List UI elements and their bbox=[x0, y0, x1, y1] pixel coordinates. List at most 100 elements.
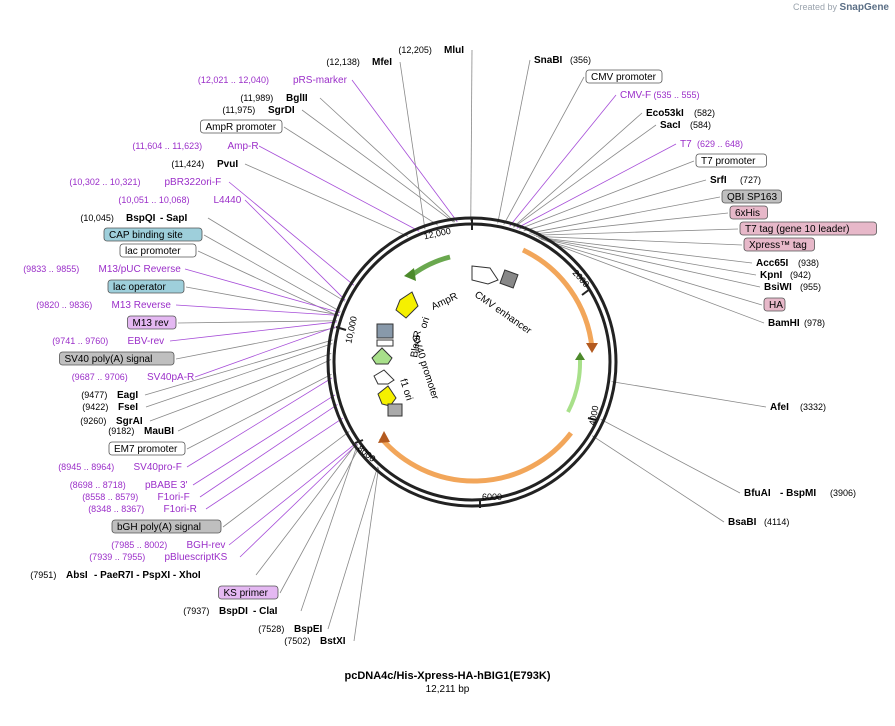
site-fsei[interactable]: (9422)FseI bbox=[82, 402, 138, 413]
primer-pbluescriptks[interactable]: (7939 .. 7955)pBluescriptKS bbox=[89, 552, 227, 563]
leader-line bbox=[207, 217, 345, 302]
primer-prs-marker[interactable]: (12,021 .. 12,040)pRS-marker bbox=[198, 75, 348, 86]
primer-sv40pro-f[interactable]: (8945 .. 8964)SV40pro-F bbox=[58, 462, 182, 473]
feature-t7-tag-gene-10-leader[interactable]: T7 tag (gene 10 leader) bbox=[739, 221, 877, 236]
site-snabi[interactable]: SnaBI(356) bbox=[534, 55, 591, 66]
site-bstxi[interactable]: (7502)BstXI bbox=[284, 636, 345, 647]
site-srfi[interactable]: SrfI(727) bbox=[710, 175, 761, 186]
leader-line bbox=[255, 443, 358, 576]
feature-bgh-poly-a-signal[interactable]: bGH poly(A) signal bbox=[111, 519, 222, 534]
site-absi[interactable]: (7951)AbsI- PaeR7I - PspXI - XhoI bbox=[30, 570, 201, 581]
name-label: MfeI bbox=[372, 57, 392, 68]
feature-ampr-promoter[interactable]: AmpR promoter bbox=[200, 119, 283, 134]
site-pvui[interactable]: (11,424)PvuI bbox=[171, 159, 238, 170]
leader-line bbox=[244, 199, 346, 301]
feature-name: lac operator bbox=[113, 282, 166, 293]
primer-m13-reverse[interactable]: (9820 .. 9836)M13 Reverse bbox=[36, 300, 171, 311]
feature-orf-bottom[interactable] bbox=[379, 431, 573, 484]
leader-line bbox=[611, 381, 767, 408]
site-eco53ki[interactable]: Eco53kI(582) bbox=[646, 108, 715, 119]
leader-line bbox=[258, 145, 420, 232]
bleor-block[interactable] bbox=[371, 323, 394, 365]
feature-lac-operator[interactable]: lac operator bbox=[107, 279, 185, 294]
primer-ebv-rev[interactable]: (9741 .. 9760)EBV-rev bbox=[52, 336, 164, 347]
site-maubi[interactable]: (9182)MauBI bbox=[108, 426, 174, 437]
feature-t7-promoter[interactable]: T7 promoter bbox=[695, 153, 767, 168]
f1-ori-block[interactable] bbox=[377, 385, 403, 417]
alt-name-label: - SapI bbox=[160, 213, 187, 224]
position-label: (10,051 .. 10,068) bbox=[118, 195, 189, 205]
primer-bgh-rev[interactable]: (7985 .. 8002)BGH-rev bbox=[111, 540, 225, 551]
cmv-enhancer-block[interactable] bbox=[471, 265, 519, 289]
site-bsabi[interactable]: BsaBI(4114) bbox=[728, 517, 789, 528]
site-bspqi[interactable]: (10,045)BspQI- SapI bbox=[80, 213, 187, 224]
feature-sv40-poly-a-signal[interactable]: SV40 poly(A) signal bbox=[59, 351, 175, 366]
site-bsiwi[interactable]: BsiWI(955) bbox=[764, 282, 821, 293]
site-sgrai[interactable]: (9260)SgrAI bbox=[80, 416, 143, 427]
feature-box bbox=[721, 189, 782, 204]
feature-m13-rev[interactable]: M13 rev bbox=[127, 315, 177, 330]
primer-sv40pa-r[interactable]: (9687 .. 9706)SV40pA-R bbox=[72, 372, 195, 383]
primer-f1ori-r[interactable]: (8348 .. 8367)F1ori-R bbox=[88, 504, 197, 515]
leader-line bbox=[497, 59, 531, 224]
feature-6xhis[interactable]: 6xHis bbox=[729, 205, 768, 220]
orf-green-arrowhead bbox=[575, 352, 585, 360]
site-mlui[interactable]: (12,205)MluI bbox=[398, 45, 464, 56]
feature-qbi-sp163[interactable]: QBI SP163 bbox=[721, 189, 782, 204]
feature-name: HA bbox=[769, 300, 783, 311]
feature-ampr-arc[interactable] bbox=[410, 254, 451, 278]
sv40-promoter-arrow[interactable] bbox=[373, 369, 395, 385]
feature-cap-binding-site[interactable]: CAP binding site bbox=[103, 227, 203, 242]
primer-f1ori-f[interactable]: (8558 .. 8579)F1ori-F bbox=[82, 492, 190, 503]
feature-em7-promoter[interactable]: EM7 promoter bbox=[108, 441, 186, 456]
plasmid-name: pcDNA4c/His-Xpress-HA-hBIG1(E793K) bbox=[344, 670, 551, 682]
site-bspei[interactable]: (7528)BspEI bbox=[258, 624, 322, 635]
primer-m13-puc-reverse[interactable]: (9833 .. 9855)M13/pUC Reverse bbox=[23, 264, 181, 275]
position-label: (4114) bbox=[764, 517, 789, 527]
leader-line bbox=[503, 76, 585, 225]
leader-line bbox=[319, 97, 456, 223]
feature-box bbox=[763, 297, 786, 312]
leader-line bbox=[539, 237, 761, 288]
leader-line bbox=[283, 126, 439, 226]
site-eagi[interactable]: (9477)EagI bbox=[81, 390, 138, 401]
feature-orf-green-right[interactable] bbox=[566, 359, 583, 413]
site-bamhi[interactable]: BamHI(978) bbox=[768, 318, 825, 329]
ori-arrow[interactable] bbox=[395, 291, 419, 319]
site-afei[interactable]: AfeI(3332) bbox=[770, 402, 826, 413]
position-label: (955) bbox=[800, 282, 821, 292]
primer-cmv-f[interactable]: CMV-F(535 .. 555) bbox=[620, 90, 700, 101]
primer-pbabe-3[interactable]: (8698 .. 8718)pBABE 3' bbox=[70, 480, 188, 491]
site-saci[interactable]: SacI(584) bbox=[660, 120, 711, 131]
position-label: (727) bbox=[740, 175, 761, 185]
feature-name: T7 promoter bbox=[701, 156, 756, 167]
leader-line bbox=[205, 417, 343, 510]
position-label: (8698 .. 8718) bbox=[70, 480, 126, 490]
feature-ks-primer[interactable]: KS primer bbox=[218, 585, 279, 600]
site-sgrdi[interactable]: (11,975)SgrDI bbox=[222, 105, 294, 116]
feature-ha[interactable]: HA bbox=[763, 297, 786, 312]
feature-orf-top-right[interactable] bbox=[521, 247, 595, 349]
feature-box bbox=[739, 221, 877, 236]
primer-amp-r[interactable]: (11,604 .. 11,623)Amp-R bbox=[132, 141, 258, 152]
site-acc65i[interactable]: Acc65I(938) bbox=[756, 258, 819, 269]
site-bglii[interactable]: (11,989)BglII bbox=[240, 93, 307, 104]
leader-line bbox=[531, 212, 729, 235]
site-bfuai[interactable]: BfuAI- BspMI(3906) bbox=[744, 488, 856, 499]
left-labels: (12,138)MfeI (12,205)MluI (12,021 .. 12,04… bbox=[23, 45, 464, 647]
feature-xpress-tag[interactable]: Xpress™ tag bbox=[743, 237, 815, 252]
leader-line bbox=[185, 286, 340, 316]
leader-line bbox=[523, 179, 707, 232]
leader-line bbox=[300, 444, 358, 612]
leader-line bbox=[144, 339, 333, 396]
primer-l4440[interactable]: (10,051 .. 10,068)L4440 bbox=[118, 195, 241, 206]
site-bspdi[interactable]: (7937)BspDI- ClaI bbox=[183, 606, 277, 617]
primer-pbr322ori-f[interactable]: (10,302 .. 10,321)pBR322ori-F bbox=[69, 177, 221, 188]
feature-lac-promoter[interactable]: lac promoter bbox=[119, 243, 197, 258]
feature-cmv-promoter[interactable]: CMV promoter bbox=[585, 69, 663, 84]
ampr-arc-arrowhead bbox=[404, 268, 416, 281]
site-mfei[interactable]: (12,138)MfeI bbox=[326, 57, 392, 68]
primer-t7[interactable]: T7(629 .. 648) bbox=[680, 139, 743, 150]
site-kpni[interactable]: KpnI(942) bbox=[760, 270, 811, 281]
